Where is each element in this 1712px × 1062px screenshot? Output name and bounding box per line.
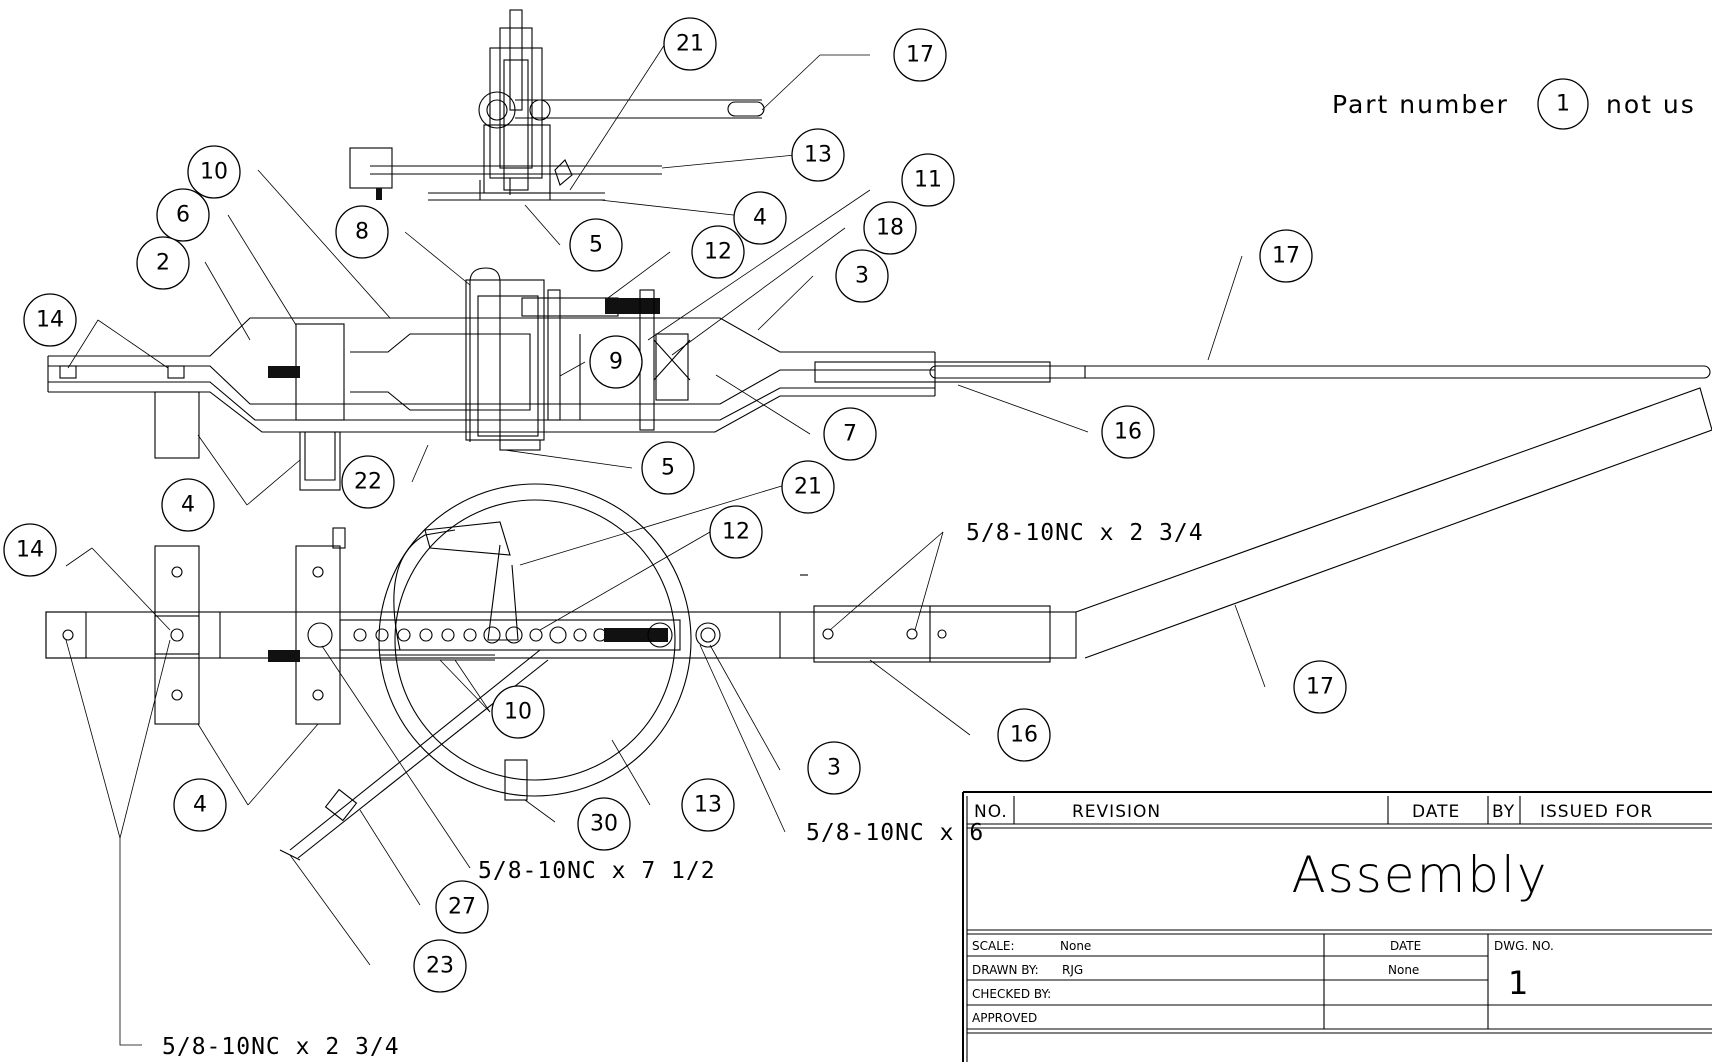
side-view [47,267,1711,491]
scale-value: None [1060,939,1091,953]
dimension-labels: 5/8-10NC x 2 3/4 5/8-10NC x 6 5/8-10NC x… [162,520,1204,1060]
drawing-title: Assembly [1292,846,1549,904]
bubble-side-9: 9 [609,350,623,375]
rev-header-date: DATE [1412,802,1460,822]
rev-header-by: BY [1492,802,1515,822]
scale-label: SCALE: [972,939,1015,953]
date-value: None [1388,963,1419,977]
bubble-plan-23: 23 [426,954,454,979]
dim-bolt-b: 5/8-10NC x 6 [806,820,984,846]
bubble-plan-10: 10 [504,700,532,725]
note-part-number: 1 [1556,92,1570,117]
side-view-bubbles: 10 6 2 14 8 12 11 18 3 17 9 7 16 5 22 4 [23,145,1313,532]
dim-bolt-d: 5/8-10NC x 2 3/4 [162,1034,400,1060]
top-view [349,9,765,201]
bubble-plan-16: 16 [1010,723,1038,748]
approved-label: APPROVED [972,1011,1037,1025]
bubble-side-5: 5 [661,456,675,481]
bubble-top-5: 5 [589,233,603,258]
note-suffix: not us [1606,90,1696,119]
bubble-top-4: 4 [753,206,767,231]
top-view-bubbles: 21 17 13 4 5 [569,17,947,272]
bubble-plan-4: 4 [193,793,207,818]
part-note: Part number 1 not us [1332,78,1696,130]
bubble-side-12: 12 [704,240,732,265]
bubble-side-2: 2 [156,251,170,276]
bubble-side-7: 7 [843,422,857,447]
bubble-plan-27: 27 [448,895,476,920]
note-bubble [1537,78,1589,130]
leaders [65,43,1266,1046]
checked-by-label: CHECKED BY: [972,987,1051,1001]
bubble-top-21: 21 [676,32,704,57]
bubble-top-17: 17 [906,43,934,68]
dim-bolt-a: 5/8-10NC x 2 3/4 [966,520,1204,546]
plan-view [45,387,1712,861]
bubble-side-17: 17 [1272,244,1300,269]
rev-header-revision: REVISION [1072,802,1161,822]
plan-view-bubbles: 21 12 14 10 3 16 17 13 30 4 27 23 [3,460,1347,993]
bubble-side-18: 18 [876,216,904,241]
bubble-side-11: 11 [914,168,942,193]
title-block: NO. REVISION DATE BY ISSUED FOR Assembly… [962,791,1712,1062]
dwg-no-label: DWG. NO. [1494,939,1554,953]
date-label: DATE [1390,939,1421,953]
bubble-side-16: 16 [1114,420,1142,445]
bubble-plan-3: 3 [827,756,841,781]
drawn-by-label: DRAWN BY: [972,963,1039,977]
bubble-side-8: 8 [355,220,369,245]
dwg-no-value: 1 [1508,964,1528,1002]
bubble-plan-13: 13 [694,793,722,818]
bubble-side-4: 4 [181,493,195,518]
bubble-side-22: 22 [354,470,382,495]
note-prefix: Part number [1332,90,1509,119]
bubble-side-6: 6 [176,203,190,228]
bubble-plan-17: 17 [1306,675,1334,700]
bubble-plan-21: 21 [794,475,822,500]
bubble-side-10: 10 [200,160,228,185]
bubble-side-3: 3 [855,264,869,289]
rev-header-no: NO. [974,802,1008,822]
rev-header-issued-for: ISSUED FOR [1540,802,1653,822]
bubble-top-13: 13 [804,143,832,168]
bubble-plan-14: 14 [16,538,44,563]
dim-bolt-c: 5/8-10NC x 7 1/2 [478,858,716,884]
drawn-by-value: RJG [1062,963,1083,977]
bubble-side-14: 14 [36,308,64,333]
bubble-plan-30: 30 [590,812,618,837]
bubble-plan-12: 12 [722,520,750,545]
